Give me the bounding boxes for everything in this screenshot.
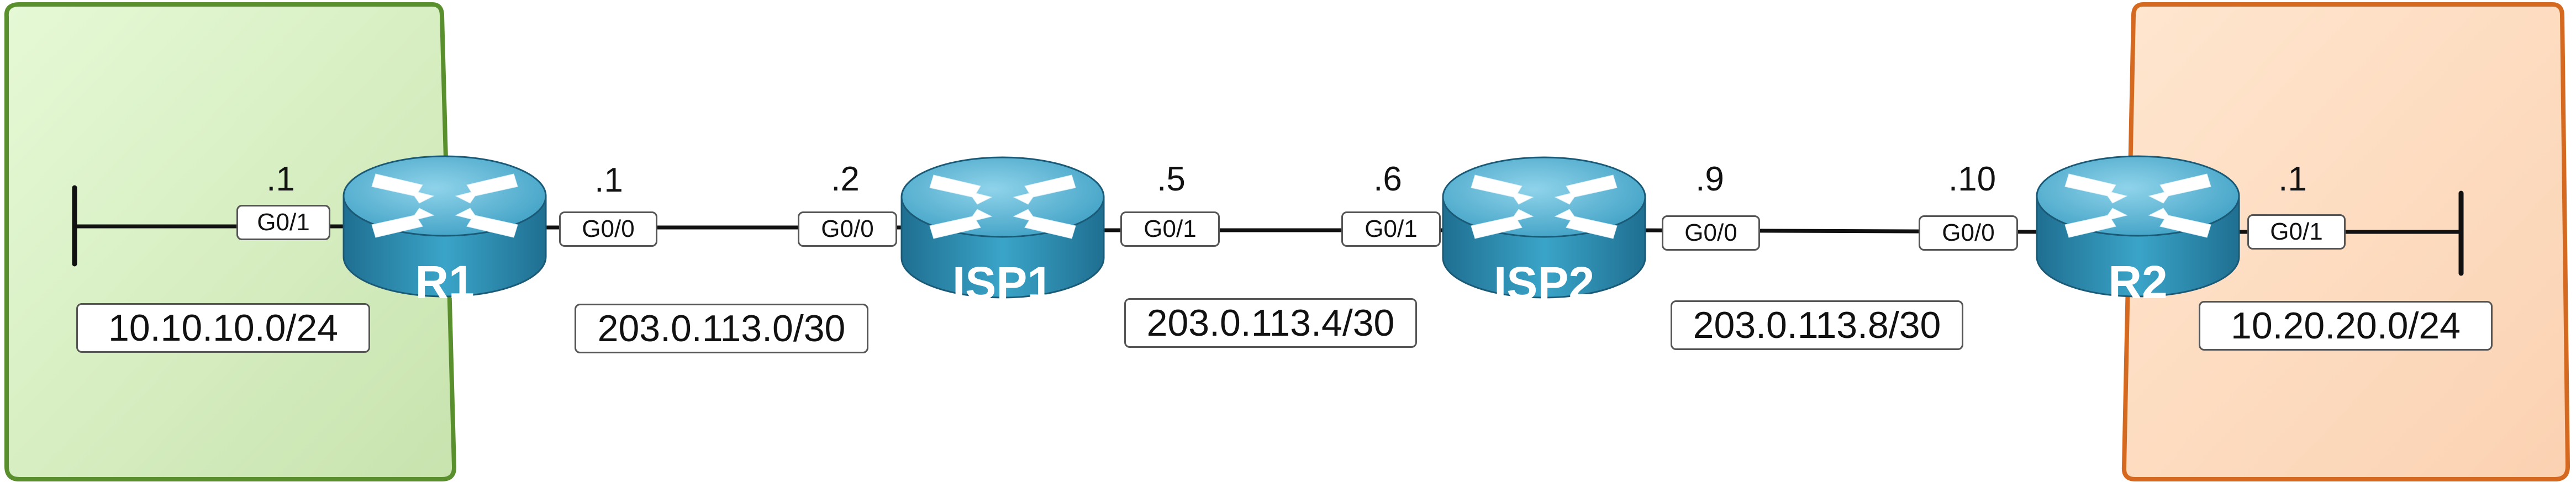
link-isp2-r2-network: 203.0.113.8/30: [1671, 300, 1963, 350]
r1-g00-address: .1: [594, 161, 623, 199]
r1-g01-label: G0/1: [236, 205, 330, 240]
router-r2[interactable]: R2: [2036, 155, 2240, 308]
isp2-g01-address: .6: [1373, 160, 1402, 198]
isp1-g00-label: G0/0: [798, 211, 897, 247]
isp1-g01-address: .5: [1157, 160, 1186, 198]
router-r1-name: R1: [415, 256, 474, 308]
isp2-g00-label: G0/0: [1662, 215, 1760, 251]
link-isp1-isp2-network: 203.0.113.4/30: [1124, 298, 1417, 348]
isp1-g01-label: G0/1: [1120, 211, 1220, 247]
r2-g01-address: .1: [2278, 160, 2307, 198]
router-r2-name: R2: [2108, 256, 2167, 308]
right-lan-zone: [2121, 2, 2570, 481]
router-isp1-name: ISP1: [952, 257, 1053, 309]
r2-g01-label: G0/1: [2247, 214, 2346, 250]
isp1-g00-address: .2: [831, 160, 860, 198]
left-lan-zone: [4, 2, 457, 481]
r2-g00-label: G0/0: [1919, 215, 2018, 251]
router-isp2[interactable]: ISP2: [1442, 156, 1646, 309]
router-r1[interactable]: R1: [343, 155, 547, 308]
r2-g00-address: .10: [1948, 160, 1996, 198]
lan-left-network: 10.10.10.0/24: [76, 303, 370, 353]
isp2-g00-address: .9: [1695, 160, 1724, 198]
isp2-g01-label: G0/1: [1341, 211, 1441, 247]
router-isp2-name: ISP2: [1494, 257, 1594, 309]
r1-g00-label: G0/0: [559, 211, 657, 247]
router-isp1[interactable]: ISP1: [900, 156, 1105, 309]
lan-right-network: 10.20.20.0/24: [2199, 301, 2493, 351]
link-r1-isp1-network: 203.0.113.0/30: [575, 304, 868, 353]
r1-g01-address: .1: [266, 160, 295, 198]
